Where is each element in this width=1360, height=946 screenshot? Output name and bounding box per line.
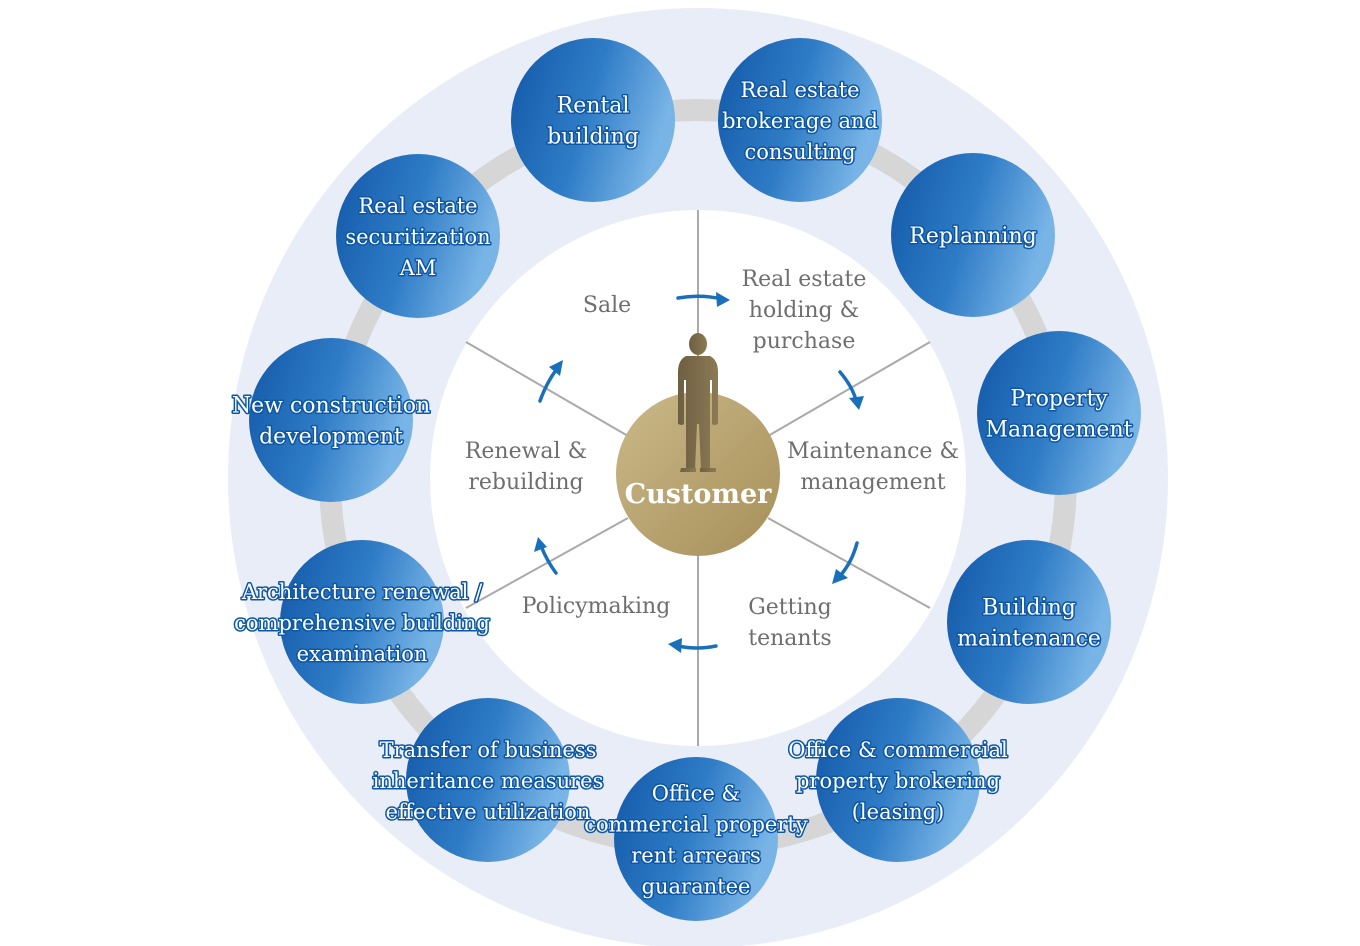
lifecycle-stage-maintenance: Maintenance & management xyxy=(787,439,959,495)
service-label-line: effective utilization xyxy=(386,800,591,824)
service-label: Replanning xyxy=(909,224,1036,249)
arrow-head-icon xyxy=(849,396,864,410)
arrow-icon xyxy=(676,644,718,650)
service-label-line: New construction xyxy=(232,394,430,419)
lifecycle-stage-tenants: Getting tenants xyxy=(748,595,832,651)
service-label-line: (leasing) xyxy=(852,800,945,824)
service-circle xyxy=(249,338,413,502)
service-node-replanning: Replanning xyxy=(891,153,1055,317)
arrow-head-icon xyxy=(668,638,682,653)
service-label-line: securitization xyxy=(345,225,490,249)
lifecycle-stage-renewal-line: Renewal & xyxy=(465,439,587,464)
divider-line xyxy=(465,341,629,437)
customer-circle xyxy=(616,392,780,556)
service-label-line: development xyxy=(259,425,403,450)
service-label-line: AM xyxy=(399,256,437,280)
service-label-line: rent arrears xyxy=(631,844,760,868)
divider-line xyxy=(465,517,629,609)
lifecycle-stage-tenants-line: Getting xyxy=(748,595,832,620)
person-icon xyxy=(678,333,718,472)
arrow-icon xyxy=(538,368,558,403)
service-label-line: comprehensive building xyxy=(234,611,490,635)
service-circle xyxy=(614,757,778,921)
service-label-line: Transfer of business xyxy=(380,738,597,762)
lifecycle-stage-holding-line: holding & xyxy=(749,298,859,323)
arrow-head-icon xyxy=(534,537,547,552)
service-node-architecture-renewal: Architecture renewal / comprehensive buil… xyxy=(233,540,491,704)
service-label-line: Building xyxy=(982,596,1076,621)
service-node-rental-building: Rental building xyxy=(511,38,675,202)
lifecycle-labels: Sale Real estate holding & purchaseMaintena… xyxy=(465,267,959,651)
service-label-line: maintenance xyxy=(957,627,1101,652)
service-circle xyxy=(977,331,1141,495)
service-node-brokerage-consulting: Real estate brokerage and consulting xyxy=(718,38,882,202)
lifecycle-stage-holding-line: purchase xyxy=(753,329,856,354)
lifecycle-stage-holding: Real estate holding & purchase xyxy=(742,267,867,354)
service-label: Transfer of business inheritance measures… xyxy=(373,738,604,824)
divider-line xyxy=(767,341,931,437)
service-label-line: inheritance measures xyxy=(373,769,604,793)
lifecycle-stage-renewal-line: rebuilding xyxy=(468,470,583,495)
lifecycle-stage-sale-line: Sale xyxy=(583,293,631,318)
service-label-line: Replanning xyxy=(909,224,1036,249)
lifecycle-stage-policymaking: Policymaking xyxy=(522,594,671,619)
service-label-line: Rental xyxy=(557,94,630,119)
service-label-line: brokerage and xyxy=(722,109,878,133)
arrow-head-icon xyxy=(716,292,730,307)
service-label: Rental building xyxy=(547,94,639,150)
lifecycle-stage-sale: Sale xyxy=(583,293,631,318)
service-circle xyxy=(336,154,500,318)
service-node-new-construction: New construction development xyxy=(230,338,432,502)
service-label-line: Architecture renewal / xyxy=(241,580,483,604)
lifecycle-stage-maintenance-line: Maintenance & xyxy=(787,439,959,464)
service-circle xyxy=(511,38,675,202)
service-node-rent-guarantee: Office & commercial property rent arrears g… xyxy=(583,757,809,921)
lifecycle-stage-policymaking-line: Policymaking xyxy=(522,594,671,619)
service-label-line: Office & commercial xyxy=(788,738,1008,762)
service-node-office-brokering: Office & commercial property brokering (le… xyxy=(787,698,1010,862)
lifecycle-stage-renewal: Renewal & rebuilding xyxy=(465,439,587,495)
lifecycle-stage-tenants-line: tenants xyxy=(748,626,831,651)
arrow-head-icon xyxy=(549,360,563,376)
service-label: Office & commercial property rent arrears g… xyxy=(584,782,808,899)
service-label: Office & commercial property brokering (le… xyxy=(788,738,1008,824)
service-label-line: Management xyxy=(986,418,1133,443)
service-label-line: examination xyxy=(297,642,428,666)
service-label: New construction development xyxy=(232,394,430,450)
service-node-building-maintenance: Building maintenance xyxy=(947,540,1111,704)
arrow-head-icon xyxy=(832,569,848,584)
cycle-arrows xyxy=(534,292,864,653)
service-label-line: Real estate xyxy=(740,78,859,102)
service-label-line: consulting xyxy=(744,140,855,164)
lifecycle-stage-holding-line: Real estate xyxy=(742,267,867,292)
service-circle xyxy=(406,698,570,862)
service-label-line: Real estate xyxy=(358,194,477,218)
service-label-line: commercial property xyxy=(584,813,808,837)
service-circle xyxy=(891,153,1055,317)
service-label-line: Office & xyxy=(652,782,740,806)
service-node-business-transfer: Transfer of business inheritance measures… xyxy=(371,698,605,862)
lifecycle-stage-maintenance-line: management xyxy=(800,470,945,495)
service-label: Real estate brokerage and consulting xyxy=(722,78,878,164)
service-label-line: building xyxy=(547,125,639,150)
service-circle xyxy=(280,540,444,704)
service-label-line: Property xyxy=(1010,387,1108,412)
service-label: Building maintenance xyxy=(957,596,1101,652)
customer-label: Customer xyxy=(625,479,773,510)
service-circle xyxy=(947,540,1111,704)
service-circle xyxy=(816,698,980,862)
service-label-line: guarantee xyxy=(642,875,751,899)
service-circle xyxy=(718,38,882,202)
service-label: Architecture renewal / comprehensive buil… xyxy=(234,580,490,666)
service-label-line: property brokering xyxy=(796,769,1000,793)
